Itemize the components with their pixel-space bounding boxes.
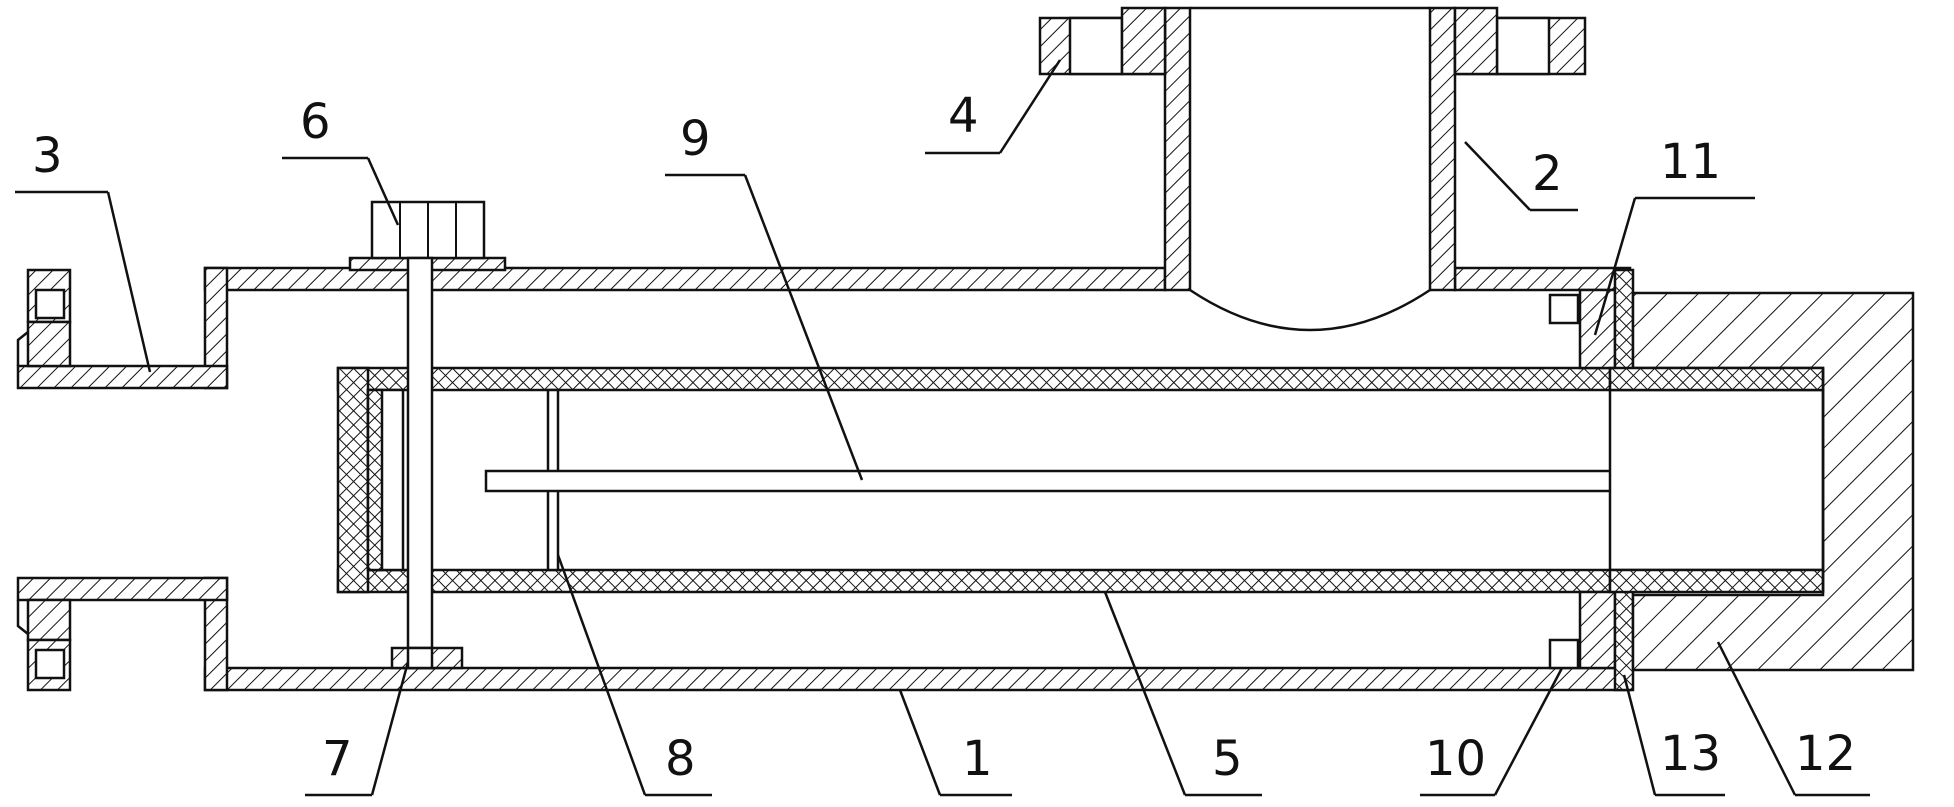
label-10: 10 bbox=[1425, 731, 1486, 787]
end-cap bbox=[1608, 291, 1915, 672]
electrode-rod bbox=[484, 469, 1728, 493]
label-3: 3 bbox=[32, 128, 63, 184]
label-5: 5 bbox=[1212, 731, 1243, 787]
label-1: 1 bbox=[962, 731, 993, 787]
label-12: 12 bbox=[1795, 726, 1856, 782]
label-13: 13 bbox=[1660, 726, 1721, 782]
label-4: 4 bbox=[948, 88, 979, 144]
inner-tube bbox=[336, 366, 1612, 594]
part-labels: 3 6 4 9 2 11 7 8 1 5 10 13 12 bbox=[32, 88, 1856, 787]
label-9: 9 bbox=[680, 111, 711, 167]
inlet-pipe bbox=[16, 268, 229, 692]
leader-lines bbox=[15, 59, 1870, 797]
outlet-flange bbox=[1038, 6, 1587, 76]
label-11: 11 bbox=[1660, 134, 1721, 190]
outlet-pipe bbox=[1163, 6, 1457, 332]
label-6: 6 bbox=[300, 94, 331, 150]
label-8: 8 bbox=[665, 731, 696, 787]
label-7: 7 bbox=[322, 731, 353, 787]
bolt bbox=[348, 200, 507, 670]
label-2: 2 bbox=[1532, 146, 1563, 202]
